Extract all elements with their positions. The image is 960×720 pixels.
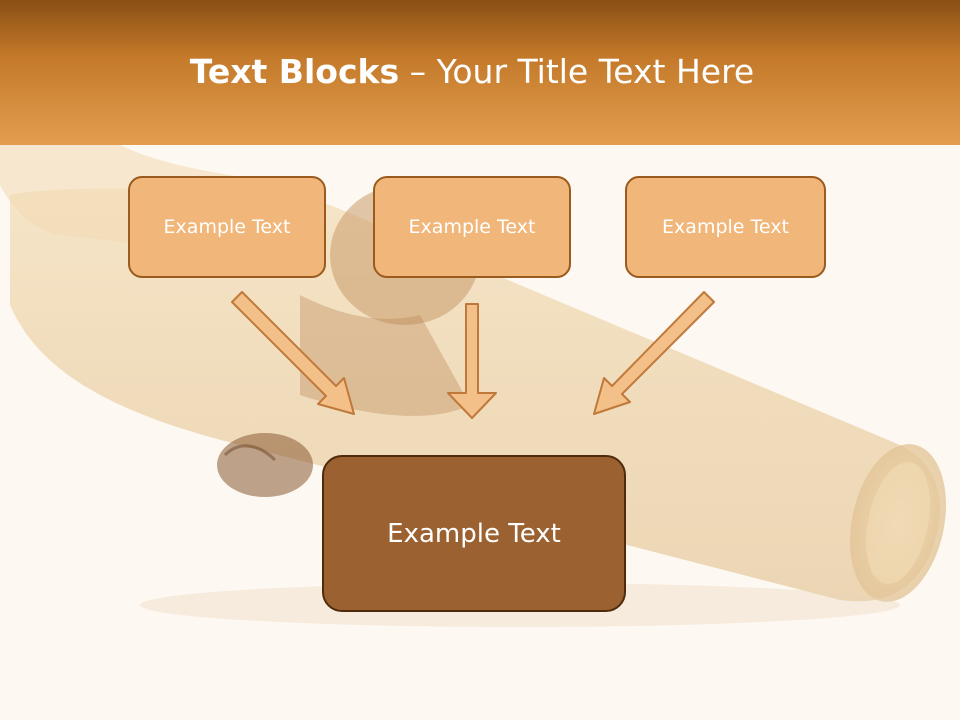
text-block-center-label: Example Text — [408, 216, 536, 238]
title-bold-text: Text Blocks — [189, 52, 400, 91]
title-bar: Text Blocks – Your Title Text Here — [0, 0, 960, 145]
text-block-main[interactable]: Example Text — [322, 455, 626, 612]
title-rest-text: Your Title Text Here — [436, 52, 755, 91]
text-block-left-label: Example Text — [163, 216, 291, 238]
text-block-right-label: Example Text — [662, 216, 789, 238]
text-block-left[interactable]: Example Text — [128, 176, 326, 278]
text-block-right[interactable]: Example Text — [625, 176, 826, 278]
text-block-main-label: Example Text — [387, 518, 561, 549]
title-dash: – — [399, 52, 437, 91]
slide-title: Text Blocks – Your Title Text Here — [0, 52, 944, 91]
text-block-center[interactable]: Example Text — [373, 176, 571, 278]
